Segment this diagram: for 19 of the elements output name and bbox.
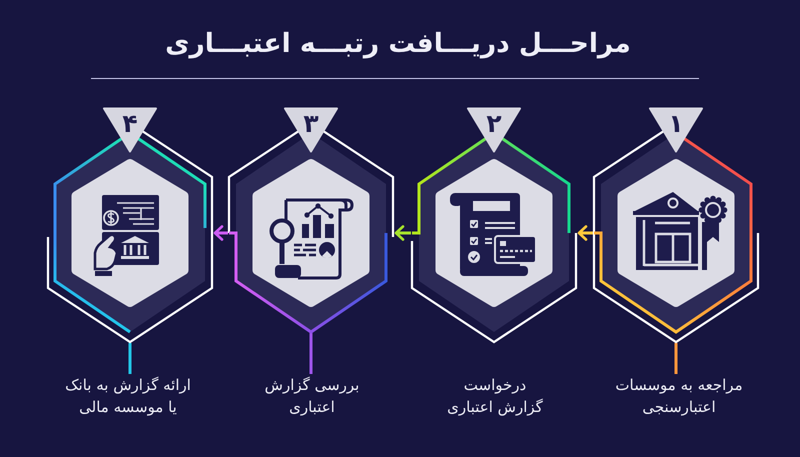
connector-line: [128, 343, 132, 374]
connector-line: [310, 333, 312, 374]
step-number: ۱: [648, 107, 704, 153]
step-hexagon: [228, 105, 394, 333]
title: مراحـــل دریـــافت رتبـــه اعتبـــاری: [165, 27, 631, 61]
step-number: ۳: [283, 107, 339, 153]
step-hexagon: [47, 105, 213, 343]
step-number: ۲: [466, 107, 522, 153]
step-caption: بررسی گزارش اعتباری: [264, 374, 360, 418]
step-number: ۴: [102, 107, 158, 153]
connector-line: [674, 343, 678, 374]
step-hexagon: [593, 105, 759, 343]
step-caption: درخواست گزارش اعتباری: [447, 375, 543, 418]
step-caption: مراجعه به موسسات اعتبارسنجی: [615, 374, 743, 418]
step-hexagon: [411, 105, 577, 343]
arrow: [214, 225, 228, 241]
arrow: [394, 225, 411, 241]
arrow: [578, 225, 593, 241]
step-caption: ارائه گزارش به بانک یا موسسه مالی: [65, 374, 191, 418]
